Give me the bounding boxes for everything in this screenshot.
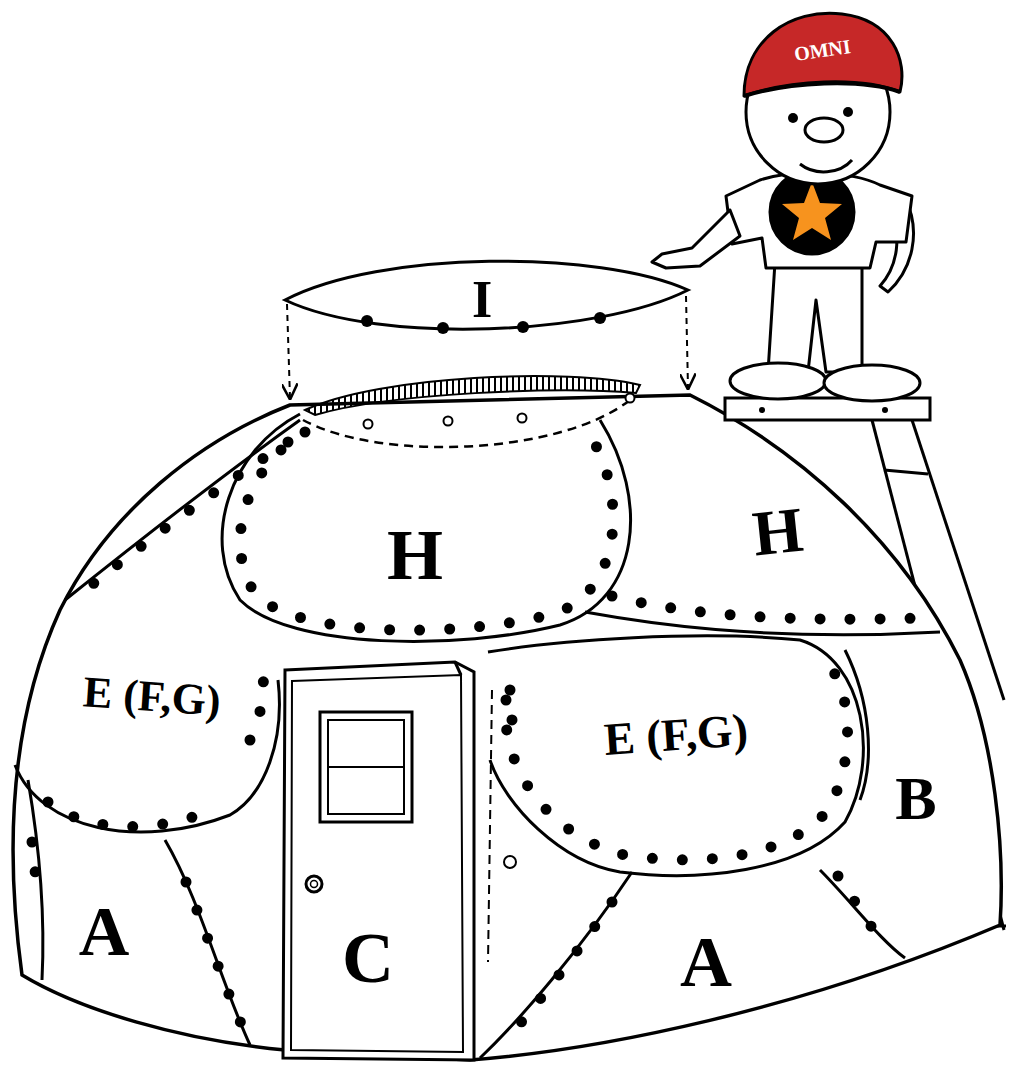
part-label: E (F,G) <box>80 670 224 724</box>
part-label: E (F,G) <box>601 707 752 763</box>
part-label: H <box>748 497 808 566</box>
hidden-edge <box>488 690 492 962</box>
cut-line <box>303 400 630 447</box>
ring-holes <box>364 394 635 429</box>
part-label: A <box>678 926 734 998</box>
door <box>283 662 474 1060</box>
part-label: C <box>340 922 396 994</box>
part-label: A <box>77 897 132 967</box>
part-label: I <box>470 274 494 326</box>
top-ring <box>305 376 640 415</box>
bolt-dots <box>32 432 920 1040</box>
cap-panel <box>285 261 688 334</box>
part-label: B <box>893 767 938 829</box>
panel-seams <box>15 414 940 1058</box>
part-label: H <box>385 519 445 591</box>
ladder-top <box>725 398 930 420</box>
dome-outline <box>13 395 1001 1060</box>
mascot-figure <box>652 13 920 401</box>
cap-lettering: OMNI <box>791 36 854 64</box>
vent <box>504 856 516 868</box>
